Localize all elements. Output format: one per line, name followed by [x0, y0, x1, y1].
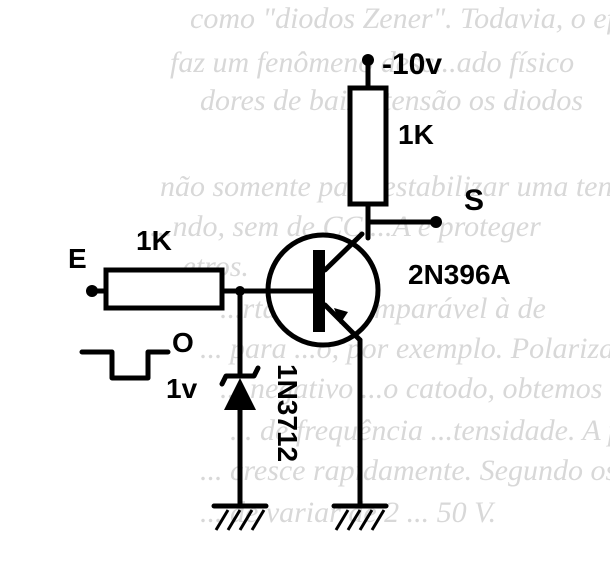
input-branch	[86, 267, 316, 311]
output-label: S	[464, 184, 484, 217]
collector-resistor-label: 1K	[398, 119, 434, 150]
pulse-amplitude-label: 1v	[166, 373, 198, 404]
pulse-level-label: O	[172, 327, 194, 358]
zener-triangle	[224, 378, 256, 410]
bleed-line-11: ... cresce rapidamente. Segundo os tipos	[200, 454, 610, 487]
transistor-collector-lead	[322, 231, 365, 273]
transistor-emitter-lead	[322, 302, 363, 343]
bleed-through-text: como "diodos Zener". Todavia, o efeito f…	[150, 2, 610, 529]
input-label: E	[68, 243, 87, 274]
supply-branch	[347, 54, 442, 241]
zener-label: 1N3712	[272, 364, 303, 462]
ground-symbol-left	[211, 503, 269, 531]
ground-symbol-right	[331, 503, 389, 531]
input-pulse-waveform	[79, 349, 171, 381]
transistor-label: 2N396A	[408, 259, 511, 290]
base-resistor	[103, 267, 225, 311]
bleed-line-3: dores de baixa tensão os diodos	[200, 84, 583, 117]
bleed-line-8: ... para ...o, por exemplo. Polarizando	[200, 332, 610, 365]
bleed-line-9: ... negativo ...o catodo, obtemos	[220, 372, 602, 405]
zener-cathode-bar	[219, 365, 261, 387]
collector-resistor	[347, 85, 389, 207]
emitter-arrow	[334, 308, 348, 324]
zener-branch	[219, 288, 261, 509]
supply-voltage-label: -10v	[382, 48, 442, 81]
transistor-base-bar	[313, 250, 325, 332]
base-resistor-label: 1K	[136, 225, 172, 256]
bleed-line-10: ... de frequência ...tensidade. A partir	[230, 414, 610, 447]
output-terminal-dot	[430, 216, 442, 228]
bleed-line-1: como "diodos Zener". Todavia, o efeito	[190, 2, 610, 35]
